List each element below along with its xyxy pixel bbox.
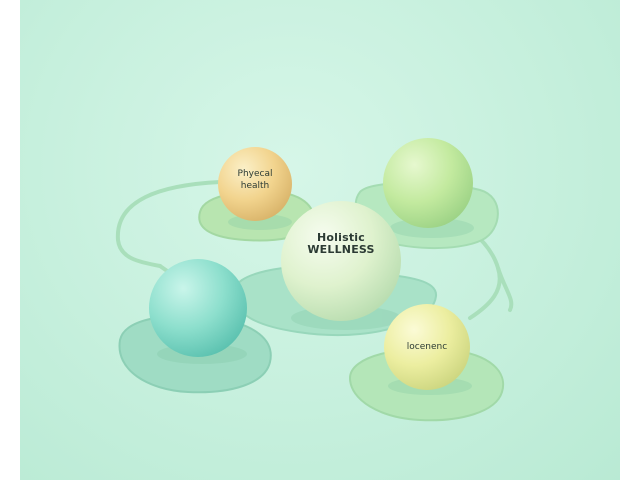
label-bottom-right: locenenc — [406, 342, 448, 352]
sphere-bottom-right — [384, 304, 470, 390]
wellness-diagram-scene: Phyecal health Holistic WELLNESS locenen… — [20, 0, 620, 480]
sphere-holistic-wellness — [281, 201, 401, 321]
connector-network — [115, 138, 514, 422]
label-physical-health: Phyecal health — [237, 169, 273, 191]
sphere-top-right — [383, 138, 473, 228]
sphere-physical-health — [218, 147, 292, 221]
label-holistic-wellness: Holistic WELLNESS — [307, 231, 375, 256]
sphere-left — [149, 259, 247, 357]
